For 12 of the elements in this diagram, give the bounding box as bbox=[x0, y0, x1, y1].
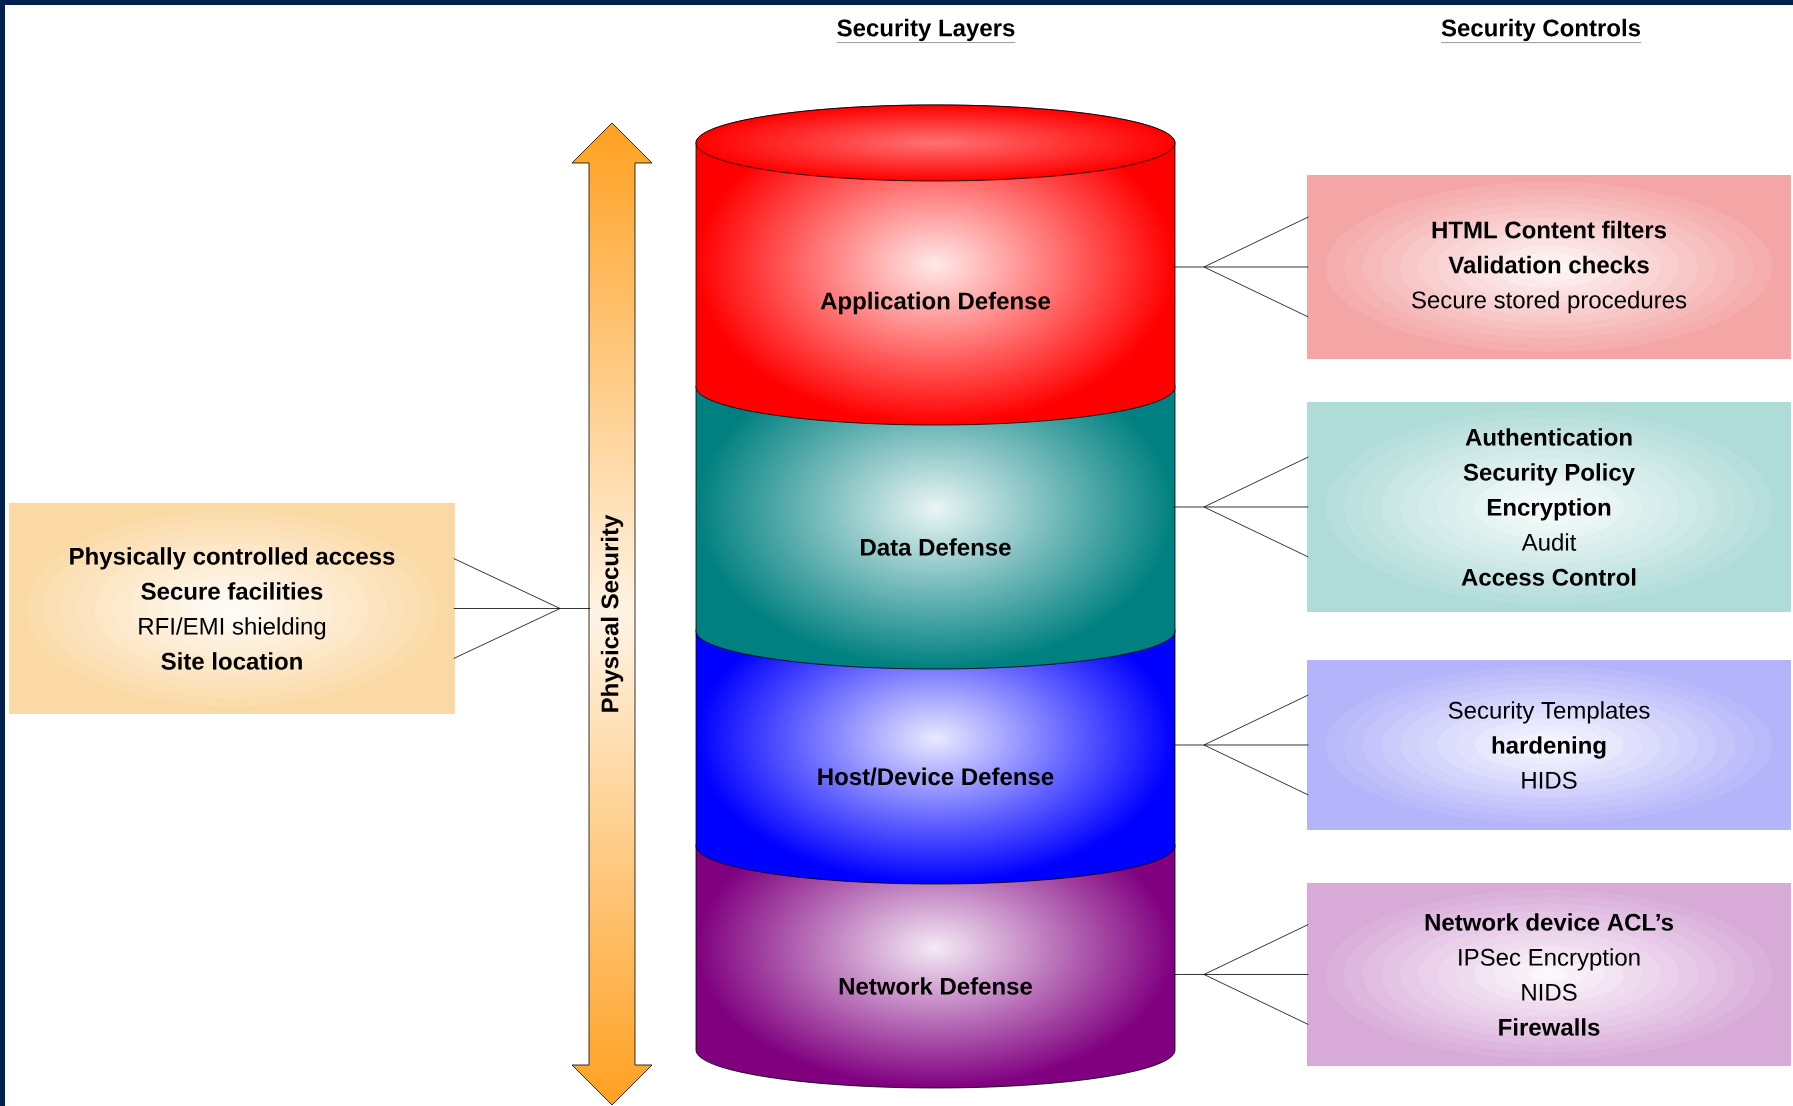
control-box: Security Templates hardening HIDS bbox=[1307, 660, 1791, 830]
connector-line bbox=[1173, 216, 1309, 318]
control-box: Network device ACL’s IPSec Encryption NIDS Firewalls bbox=[1307, 883, 1791, 1066]
connector-line bbox=[1173, 456, 1309, 558]
control-box: HTML Content filters Validation checks Secure stored procedures bbox=[1307, 175, 1791, 359]
column-heading: Security Controls bbox=[1440, 18, 1642, 43]
control-box: Authentication Security Policy Encryption Audit Access Control bbox=[1307, 402, 1791, 612]
control-box: Physically controlled access Secure facilities RFI/EMI shielding Site location bbox=[9, 503, 455, 714]
connector-line bbox=[1173, 694, 1309, 796]
column-heading: Security Layers bbox=[836, 18, 1016, 43]
connector-line bbox=[1173, 924, 1309, 1025]
connector-line bbox=[453, 558, 591, 659]
